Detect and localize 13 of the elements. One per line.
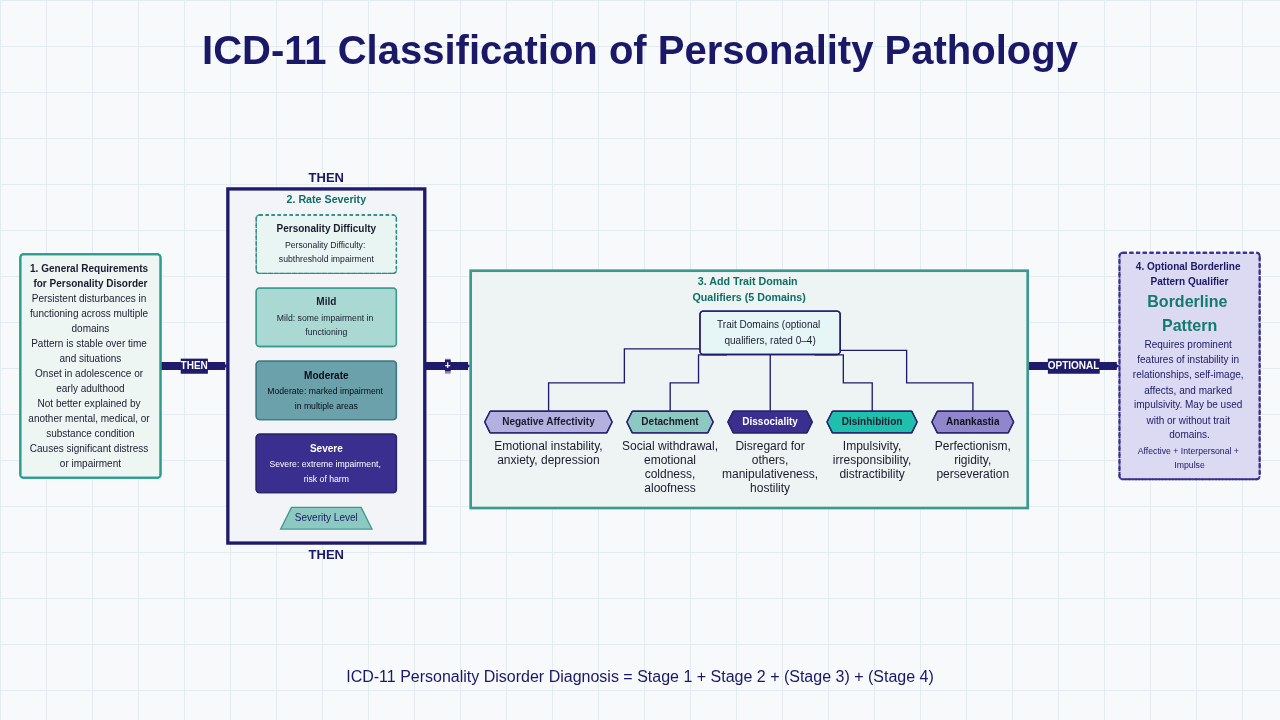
connector <box>769 354 772 413</box>
description-text: Impulsivity, irresponsibility, distractibility <box>831 438 913 481</box>
description-text: Emotional instability, anxiety, depression <box>493 438 604 467</box>
note-label: THEN <box>308 169 344 185</box>
description-text: Disregard for others, manipulativeness, hostility <box>721 438 819 495</box>
description-text: Perfectionism, rigidity, perseveration <box>933 438 1012 481</box>
note-label: THEN <box>308 547 344 563</box>
edge-label: THEN <box>180 359 208 372</box>
edge-label: OPTIONAL <box>1047 359 1100 372</box>
caption: ICD-11 Personality Disorder Diagnosis = Stage 1 + Stage 2 + (Stage 3) + (Stage 4) <box>346 668 934 686</box>
description-text: Social withdrawal, emotional coldness, aloofness <box>620 438 719 495</box>
diagram-title: ICD-11 Classification of Personality Pathology <box>202 28 1078 73</box>
edge-label: + <box>444 359 451 372</box>
